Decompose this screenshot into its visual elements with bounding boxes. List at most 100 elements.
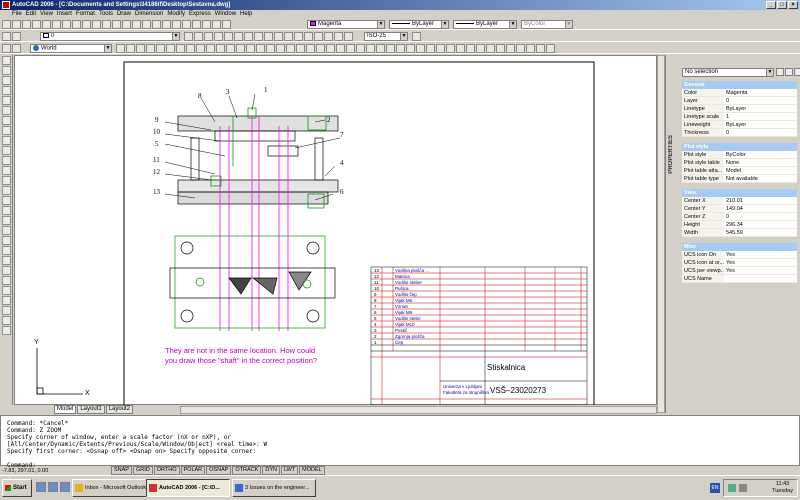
- leader-icon[interactable]: [294, 32, 303, 41]
- color-dropdown[interactable]: Magenta▼: [307, 20, 385, 29]
- task-browser[interactable]: 3 Issues on the engineer...: [232, 479, 316, 497]
- grid-toggle[interactable]: GRID: [132, 466, 153, 475]
- ucs-object-icon[interactable]: [126, 44, 135, 53]
- back-view-icon[interactable]: [286, 44, 295, 53]
- clip-icon[interactable]: [546, 44, 555, 53]
- make-block-icon[interactable]: [2, 176, 11, 185]
- top-view-icon[interactable]: [236, 44, 245, 53]
- osnap-toggle[interactable]: OSNAP: [206, 466, 232, 475]
- continue-icon[interactable]: [284, 32, 293, 41]
- property-section-header[interactable]: View: [682, 189, 797, 197]
- shade-icon[interactable]: [356, 44, 365, 53]
- flat-edges-icon[interactable]: [476, 44, 485, 53]
- bottom-view-icon[interactable]: [246, 44, 255, 53]
- hide-icon[interactable]: [346, 44, 355, 53]
- snap-toggle[interactable]: SNAP: [111, 466, 132, 475]
- maximize-button[interactable]: □: [777, 1, 787, 9]
- menu-help[interactable]: Help: [240, 11, 253, 17]
- toggle-pickadd-icon[interactable]: [776, 68, 784, 76]
- task-outlook[interactable]: Inbox - Microsoft Outlook: [72, 479, 156, 497]
- property-section-header[interactable]: Misc: [682, 243, 797, 251]
- lwt-toggle[interactable]: LWT: [280, 466, 299, 475]
- quickcalc-icon[interactable]: [212, 20, 221, 29]
- named-ucs-icon[interactable]: [226, 44, 235, 53]
- open-icon[interactable]: [12, 20, 21, 29]
- array-icon[interactable]: [2, 286, 11, 295]
- scale-icon[interactable]: [2, 316, 11, 325]
- linear-dim-icon[interactable]: [184, 32, 193, 41]
- polar-toggle[interactable]: POLAR: [180, 466, 206, 475]
- render-icon[interactable]: [366, 44, 375, 53]
- stretch-icon[interactable]: [2, 326, 11, 335]
- copy-icon[interactable]: [72, 20, 81, 29]
- offset-icon[interactable]: [2, 276, 11, 285]
- ucs-icon[interactable]: [2, 44, 11, 53]
- markup-icon[interactable]: [202, 20, 211, 29]
- new-icon[interactable]: [2, 20, 11, 29]
- volume-icon[interactable]: [739, 484, 747, 492]
- undo-icon[interactable]: [102, 20, 111, 29]
- dimstyle-dropdown[interactable]: ISO-25▼: [364, 32, 408, 41]
- lightbulb-icon[interactable]: [12, 32, 21, 41]
- multiline-text-icon[interactable]: [2, 236, 11, 245]
- dim-update-icon[interactable]: [344, 32, 353, 41]
- zoom-3d-icon[interactable]: [506, 44, 515, 53]
- model-toggle[interactable]: MODEL: [299, 466, 325, 475]
- viewports-icon[interactable]: [396, 44, 405, 53]
- se-iso-icon[interactable]: [306, 44, 315, 53]
- ucs-world-icon[interactable]: [116, 44, 125, 53]
- outlook-icon[interactable]: [48, 482, 58, 492]
- menu-draw[interactable]: Draw: [116, 11, 131, 17]
- match-properties-icon[interactable]: [92, 20, 101, 29]
- ucs-zaxis-icon[interactable]: [166, 44, 175, 53]
- ie-icon[interactable]: [36, 482, 46, 492]
- horizontal-scrollbar[interactable]: [180, 406, 657, 414]
- gouraud-icon[interactable]: [466, 44, 475, 53]
- layer-manager-icon[interactable]: [2, 32, 11, 41]
- ne-iso-icon[interactable]: [316, 44, 325, 53]
- paste-icon[interactable]: [82, 20, 91, 29]
- plotstyle-dropdown[interactable]: ByColor▼: [521, 20, 573, 29]
- quick-select-icon[interactable]: [794, 68, 800, 76]
- tab-layout1[interactable]: Layout1: [77, 405, 105, 414]
- polygon-icon[interactable]: [2, 86, 11, 95]
- preview-icon[interactable]: [42, 20, 51, 29]
- start-button[interactable]: Start: [2, 479, 32, 497]
- aligned-dim-icon[interactable]: [194, 32, 203, 41]
- tool-palettes-icon[interactable]: [182, 20, 191, 29]
- pan-icon[interactable]: [122, 20, 131, 29]
- selection-dropdown[interactable]: No selection▼: [682, 68, 774, 77]
- quick-dim-icon[interactable]: [264, 32, 273, 41]
- left-view-icon[interactable]: [256, 44, 265, 53]
- menu-express[interactable]: Express: [189, 11, 211, 17]
- dimstyle-icon[interactable]: [412, 32, 421, 41]
- task-autocad[interactable]: AutoCAD 2006 - [C:\D...: [146, 479, 230, 497]
- menu-format[interactable]: Format: [75, 11, 95, 17]
- lineweight-dropdown[interactable]: ByLayer▼: [453, 20, 517, 29]
- rectangle-icon[interactable]: [2, 96, 11, 105]
- menu-view[interactable]: View: [40, 11, 53, 17]
- insert-block-icon[interactable]: [2, 166, 11, 175]
- sw-iso-icon[interactable]: [296, 44, 305, 53]
- ordinate-icon[interactable]: [214, 32, 223, 41]
- property-row[interactable]: UCS icon at or...Yes: [682, 259, 797, 267]
- ucs-apply-icon[interactable]: [216, 44, 225, 53]
- vertical-scrollbar[interactable]: [657, 55, 665, 413]
- dim-edit-icon[interactable]: [324, 32, 333, 41]
- menu-dimension[interactable]: Dimension: [134, 11, 164, 17]
- ucs-view-icon[interactable]: [146, 44, 155, 53]
- zoom-realtime-icon[interactable]: [132, 20, 141, 29]
- help-icon[interactable]: [222, 20, 231, 29]
- continuous-orbit-icon[interactable]: [516, 44, 525, 53]
- clock[interactable]: 11:43 Tuesday: [772, 481, 793, 495]
